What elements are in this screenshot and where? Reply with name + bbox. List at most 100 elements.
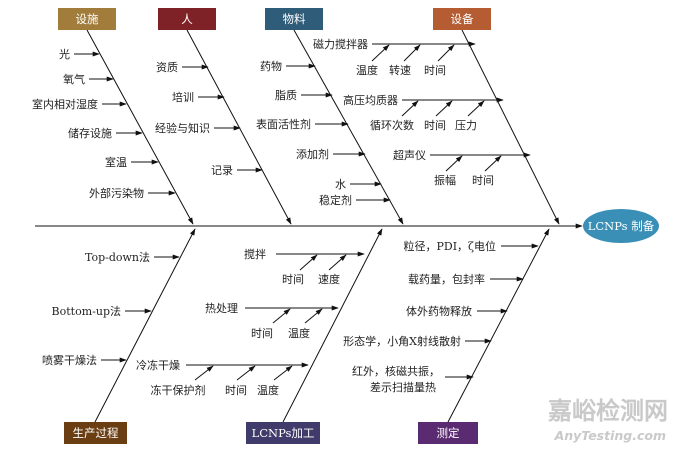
watermark: 嘉峪检测网 AnyTesting.com <box>548 397 668 443</box>
cause-label: 氧气 <box>63 72 85 86</box>
category-box <box>265 8 323 30</box>
sub-label: 压力 <box>455 119 477 132</box>
sub-label: 温度 <box>257 383 279 397</box>
equipment-stirrer: 磁力搅拌器 温度 转速 时间 <box>313 37 476 77</box>
category-box <box>64 422 127 444</box>
watermark-cn: 嘉峪检测网 <box>548 397 668 425</box>
equipment-homogenizer: 高压均质器 循环次数 时间 压力 <box>343 93 504 132</box>
category-box <box>418 422 478 444</box>
cause-label: 形态学，小角X射线散射 <box>343 334 461 348</box>
sub-label: 时间 <box>424 119 446 132</box>
cause-label: 冷冻干燥 <box>136 358 180 372</box>
cause-label: 药物 <box>260 59 282 73</box>
processing-stirring: 搅拌 时间 速度 <box>244 247 365 286</box>
cause-label: 脂质 <box>275 88 297 102</box>
cause-label: 经验与知识 <box>155 121 210 135</box>
cause-label: 资质 <box>156 61 178 74</box>
sub-arrow <box>328 254 347 271</box>
head-label: LCNPs 制备 <box>588 219 655 233</box>
production-items: Top-down法 Bottom-up法 喷雾干燥法 <box>42 250 180 367</box>
sub-label: 时间 <box>251 327 273 340</box>
category-label: 生产过程 <box>73 426 119 440</box>
category-box <box>433 8 491 30</box>
sub-arrow <box>401 100 419 117</box>
cause-label: 室温 <box>105 155 127 169</box>
sub-arrow <box>403 44 421 62</box>
category-people: 人 <box>158 8 216 30</box>
sub-arrow <box>194 365 214 381</box>
cause-label: 红外，核磁共振， <box>352 364 440 378</box>
bone-testing <box>447 228 550 423</box>
cause-label: 水 <box>335 178 346 191</box>
cause-label: 稳定剂 <box>319 193 352 207</box>
cause-label: 搅拌 <box>244 247 266 261</box>
sub-arrow <box>272 308 291 324</box>
cause-label: Bottom-up法 <box>52 304 121 318</box>
category-facilities: 设施 <box>58 8 116 30</box>
sub-label: 振幅 <box>434 173 456 187</box>
category-box <box>58 8 116 30</box>
head-ellipse <box>583 209 659 243</box>
sub-arrow <box>299 254 318 271</box>
cause-label: 室内相对湿度 <box>32 97 98 111</box>
sub-arrow <box>273 365 293 381</box>
cause-label: 热处理 <box>205 302 238 315</box>
category-label: 测定 <box>437 426 460 440</box>
sub-arrow <box>371 44 390 62</box>
people-items: 资质 培训 经验与知识 记录 <box>155 61 263 177</box>
bone-materials <box>293 29 404 225</box>
category-label: 物料 <box>283 12 306 26</box>
category-box <box>246 422 320 444</box>
sub-label: 时间 <box>472 174 494 187</box>
sub-label: 时间 <box>424 64 446 77</box>
cause-label: 喷雾干燥法 <box>42 353 97 367</box>
facilities-items: 光 氧气 室内相对湿度 储存设施 室温 外部污染物 <box>32 47 176 200</box>
bone-equipment <box>461 29 560 225</box>
category-materials: 物料 <box>265 8 323 30</box>
cause-label: 培训 <box>172 90 194 104</box>
cause-label: 高压均质器 <box>343 93 398 107</box>
sub-arrow <box>435 100 453 117</box>
cause-label: 粒径，PDI，ζ电位 <box>403 239 496 253</box>
sub-label: 循环次数 <box>370 118 414 132</box>
category-production: 生产过程 <box>64 422 127 444</box>
sub-arrow <box>467 100 485 117</box>
cause-label: 载药量，包封率 <box>408 272 485 286</box>
category-testing: 测定 <box>418 422 478 444</box>
category-equipment: 设备 <box>433 8 491 30</box>
watermark-en: AnyTesting.com <box>554 428 666 443</box>
sub-arrow <box>304 308 323 324</box>
cause-label: 添加剂 <box>296 147 329 161</box>
cause-label: 表面活性剂 <box>256 117 311 131</box>
sub-label: 温度 <box>356 63 378 77</box>
sub-label: 转速 <box>389 63 411 77</box>
bone-production <box>94 228 196 423</box>
equipment-ultrasound: 超声仪 振幅 时间 <box>393 148 531 187</box>
testing-items: 粒径，PDI，ζ电位 载药量，包封率 体外药物释放 形态学，小角X射线散射 红外… <box>343 239 539 394</box>
category-label: 设施 <box>76 12 99 26</box>
cause-label: 磁力搅拌器 <box>313 37 368 51</box>
sub-label: 冻干保护剂 <box>151 383 206 397</box>
category-box <box>158 8 216 30</box>
sub-label: 时间 <box>282 273 304 286</box>
sub-label: 速度 <box>318 272 340 286</box>
cause-label: 超声仪 <box>393 148 426 162</box>
cause-label: 光 <box>59 47 70 61</box>
processing-freeze: 冷冻干燥 冻干保护剂 时间 温度 <box>136 358 309 397</box>
cause-label: 记录 <box>211 164 233 177</box>
sub-label: 温度 <box>288 326 310 340</box>
materials-items: 药物 脂质 表面活性剂 添加剂 水 稳定剂 <box>256 59 391 207</box>
category-label: LCNPs加工 <box>252 426 315 440</box>
cause-label: Top-down法 <box>85 250 150 264</box>
category-processing: LCNPs加工 <box>246 422 320 444</box>
category-label: 人 <box>181 12 193 26</box>
processing-heat: 热处理 时间 温度 <box>205 302 339 340</box>
cause-label: 体外药物释放 <box>406 304 472 318</box>
cause-label: 外部污染物 <box>89 186 144 200</box>
sub-arrow <box>437 44 455 62</box>
sub-arrow <box>445 155 463 172</box>
cause-label: 差示扫描量热 <box>370 380 436 394</box>
bone-processing <box>282 228 383 423</box>
sub-label: 时间 <box>225 384 247 397</box>
